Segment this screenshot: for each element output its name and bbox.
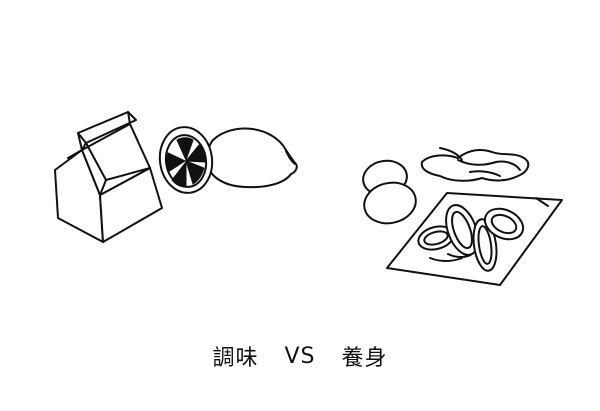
caption-nourishment: 養身 (341, 346, 388, 371)
seasoning-group (54, 111, 298, 243)
nourishment-group (362, 147, 563, 286)
caption-vs: VS (284, 343, 316, 369)
lemon-icon (206, 127, 298, 189)
egg-icon (363, 181, 417, 225)
caption-seasoning: 調味 (212, 346, 259, 371)
sliced-mushroom-tray-icon (386, 192, 563, 286)
milk-carton-icon (54, 111, 163, 243)
ginseng-root-icon (420, 147, 530, 182)
caption: 調味 VS 養身 (0, 336, 600, 376)
lemon-slice-icon (158, 126, 214, 194)
